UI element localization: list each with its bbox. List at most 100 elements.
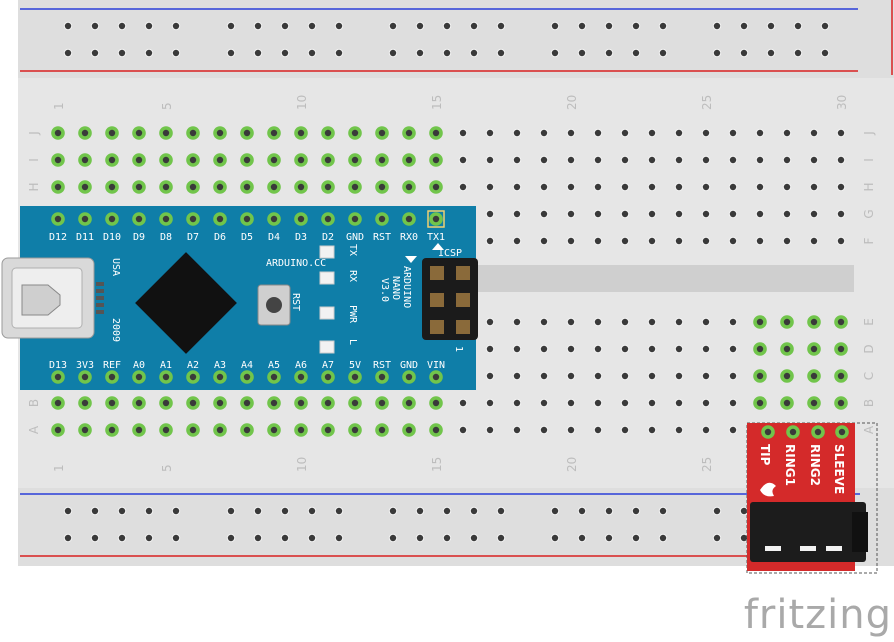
hole xyxy=(172,49,180,57)
jack-pin-hole xyxy=(814,428,822,436)
hole xyxy=(216,399,224,407)
hole xyxy=(254,507,262,515)
hole xyxy=(324,399,332,407)
led-label: PWR xyxy=(347,305,358,324)
hole xyxy=(145,49,153,57)
hole xyxy=(335,22,343,30)
hole xyxy=(605,22,613,30)
pin-label-top: D5 xyxy=(241,232,253,243)
hole xyxy=(540,237,548,245)
hole xyxy=(621,426,629,434)
hole xyxy=(216,156,224,164)
hole xyxy=(578,49,586,57)
hole xyxy=(783,345,791,353)
hole xyxy=(297,399,305,407)
icsp-pin xyxy=(456,293,470,307)
row-letter: F xyxy=(862,237,876,244)
pin-label-top: D11 xyxy=(76,232,94,243)
jack-pin-label: RING1 xyxy=(783,444,797,486)
hole xyxy=(513,426,521,434)
hole xyxy=(621,372,629,380)
hole xyxy=(118,507,126,515)
hole xyxy=(432,156,440,164)
jack-pin-label: SLEEVE xyxy=(832,444,846,494)
hole xyxy=(567,183,575,191)
hole xyxy=(540,399,548,407)
hole xyxy=(659,49,667,57)
jack-lug xyxy=(765,546,781,551)
hole xyxy=(81,399,89,407)
hole xyxy=(216,129,224,137)
pin-1-marker xyxy=(427,210,445,228)
column-number: 1 xyxy=(52,102,66,110)
hole xyxy=(567,129,575,137)
arduino-nano[interactable]: D12D13D113V3D10REFD9A0D8A1D7A2D6A3D5A4D4… xyxy=(1,206,478,390)
hole xyxy=(740,507,748,515)
hole xyxy=(54,156,62,164)
hole xyxy=(713,507,721,515)
column-number: 10 xyxy=(295,457,309,472)
hole xyxy=(64,22,72,30)
hole xyxy=(621,129,629,137)
label-site: ARDUINO.CC xyxy=(266,258,326,269)
column-number: 10 xyxy=(295,95,309,110)
hole xyxy=(497,49,505,57)
hole xyxy=(486,210,494,218)
hole xyxy=(335,534,343,542)
pin-label-top: RST xyxy=(373,232,391,243)
hole xyxy=(54,129,62,137)
header-pin-hole xyxy=(297,373,305,381)
hole xyxy=(567,399,575,407)
hole xyxy=(621,318,629,326)
top-power-rail xyxy=(18,0,894,78)
hole xyxy=(675,426,683,434)
header-pin-hole xyxy=(243,215,251,223)
hole xyxy=(281,507,289,515)
label-usa: USA xyxy=(110,258,121,276)
hole xyxy=(297,129,305,137)
hole xyxy=(432,129,440,137)
pin-label-top: D12 xyxy=(49,232,67,243)
hole xyxy=(227,49,235,57)
jack-pin-label: TIP xyxy=(758,444,772,466)
hole xyxy=(648,129,656,137)
label-name: ARDUINO xyxy=(401,266,412,308)
hole xyxy=(783,372,791,380)
hole xyxy=(648,156,656,164)
hole xyxy=(540,156,548,164)
hole xyxy=(675,156,683,164)
hole xyxy=(540,345,548,353)
hole xyxy=(432,399,440,407)
hole xyxy=(713,49,721,57)
hole xyxy=(837,399,845,407)
icsp-pin xyxy=(430,293,444,307)
hole xyxy=(702,426,710,434)
hole xyxy=(162,129,170,137)
hole xyxy=(227,22,235,30)
hole xyxy=(837,372,845,380)
hole xyxy=(702,237,710,245)
hole xyxy=(756,345,764,353)
header-pin-hole xyxy=(297,215,305,223)
hole xyxy=(740,49,748,57)
hole xyxy=(486,318,494,326)
hole xyxy=(118,49,126,57)
hole xyxy=(335,507,343,515)
hole xyxy=(216,426,224,434)
hole xyxy=(702,210,710,218)
hole xyxy=(189,183,197,191)
led-label: TX xyxy=(347,244,358,256)
label-model: NANO xyxy=(390,276,401,300)
header-pin-hole xyxy=(135,373,143,381)
hole xyxy=(821,22,829,30)
header-pin-hole xyxy=(162,215,170,223)
hole xyxy=(837,237,845,245)
header-pin-hole xyxy=(189,215,197,223)
hole xyxy=(675,210,683,218)
hole xyxy=(118,22,126,30)
hole xyxy=(135,129,143,137)
hole xyxy=(810,372,818,380)
hole xyxy=(837,156,845,164)
hole xyxy=(810,210,818,218)
